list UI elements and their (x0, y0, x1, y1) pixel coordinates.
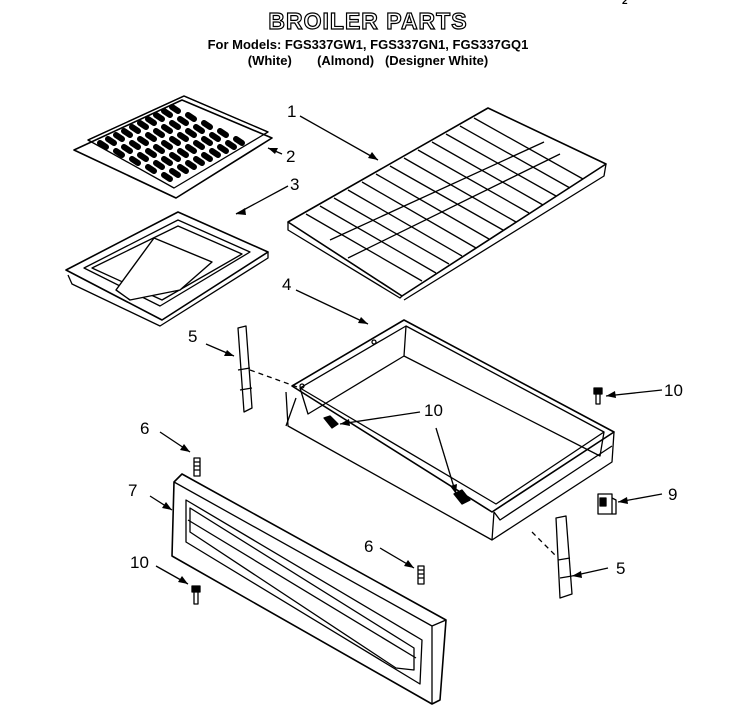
callout-3: 3 (290, 175, 299, 194)
screw-10-lower-left (191, 585, 201, 605)
callout-numbers: 1 2 3 4 5 5 6 6 7 9 10 10 10 (128, 102, 683, 578)
screw-10-drawer-right (453, 489, 471, 505)
grid-slots (97, 104, 242, 179)
callout-1: 1 (287, 102, 296, 121)
broiler-pan (65, 211, 269, 327)
callout-5-right: 5 (616, 559, 625, 578)
clip (597, 493, 617, 515)
screw-10-right (593, 387, 603, 405)
callout-7: 7 (128, 481, 137, 500)
screw-6-upper (193, 457, 201, 477)
arrowheads (162, 148, 628, 584)
callout-6-lower: 6 (364, 537, 373, 556)
callout-2: 2 (286, 147, 295, 166)
callout-10-right: 10 (664, 381, 683, 400)
broiler-drawer (285, 319, 615, 541)
screw-6-lower (417, 565, 425, 585)
drawer-front-panel (171, 473, 447, 705)
callout-10-middle: 10 (424, 401, 443, 420)
callout-5-left: 5 (188, 327, 197, 346)
oven-rack (287, 107, 607, 301)
leader-lines (149, 115, 663, 585)
drawer-slide-left (237, 325, 253, 413)
colors-line: (White) (Almond) (Designer White) (247, 53, 489, 68)
callout-6-upper: 6 (140, 419, 149, 438)
header-fragment-left: “ (100, 0, 105, 7)
callout-10-lower-left: 10 (130, 553, 149, 572)
header-fragment-right: 2 (622, 0, 628, 7)
drawer-slide-right (555, 515, 573, 599)
callout-4: 4 (282, 275, 291, 294)
broiler-pan-grid (73, 95, 273, 199)
models-line: For Models: FGS337GW1, FGS337GN1, FGS337… (207, 37, 529, 52)
callout-9: 9 (668, 485, 677, 504)
screw-10-drawer-left (323, 415, 339, 429)
diagram-title: BROILER PARTS (268, 7, 468, 34)
